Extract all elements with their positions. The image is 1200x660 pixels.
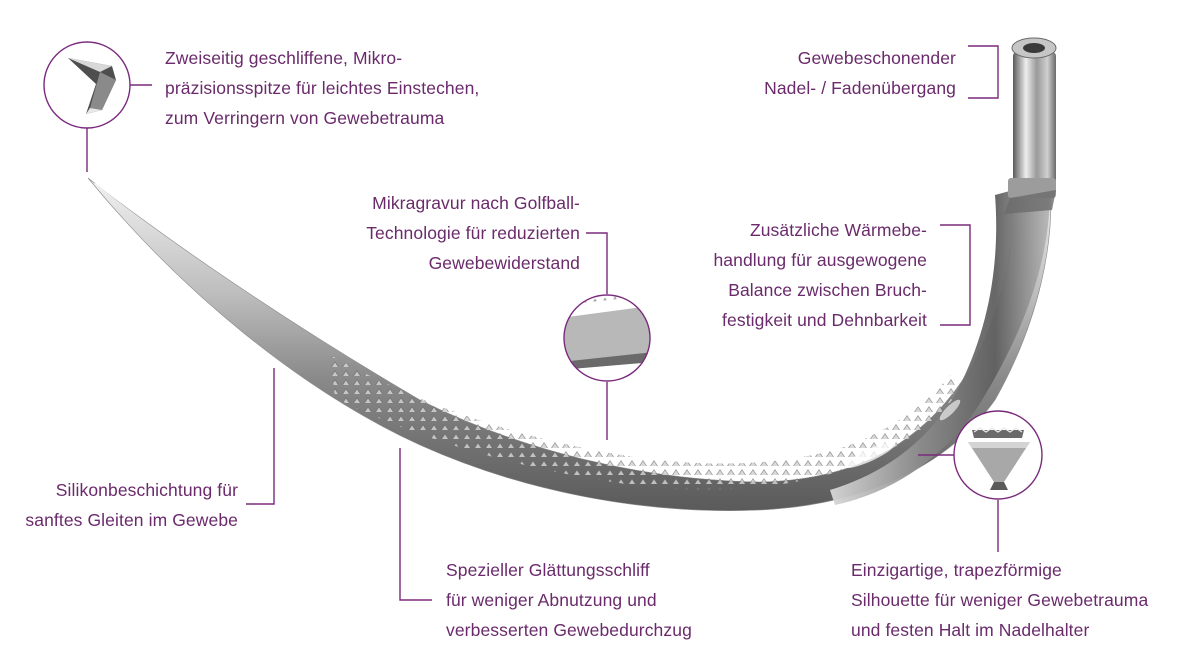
trapezoid-detail-circle [953, 410, 1043, 500]
annotation-trapezoid-line-1: Einzigartige, trapezförmige [851, 560, 1062, 580]
annotation-tip: Zweiseitig geschliffene, Mikro- präzisio… [165, 43, 479, 133]
annotation-micro-engraving-line-3: Gewebewiderstand [428, 253, 580, 273]
annotation-heat-treatment-line-4: festigkeit und Dehnbarkeit [722, 310, 927, 330]
leader-smoothing [399, 448, 432, 601]
annotation-trapezoid-line-2: Silhouette für weniger Gewebetrauma [851, 590, 1149, 610]
annotation-silicone-line-1: Silikonbeschichtung für [55, 480, 238, 500]
needle-dimple-band [330, 355, 958, 490]
annotation-transition-line-2: Nadel- / Fadenübergang [764, 78, 956, 98]
annotation-trapezoid: Einzigartige, trapezförmige Silhouette f… [851, 555, 1148, 645]
annotation-heat-treatment-line-3: Balance zwischen Bruch- [728, 280, 927, 300]
annotation-heat-treatment: Zusätzliche Wärmebe- handlung für ausgew… [713, 215, 927, 335]
needle-swage-tube [1004, 37, 1057, 214]
annotation-heat-treatment-line-2: handlung für ausgewogene [713, 250, 927, 270]
annotation-smoothing-line-3: verbesserten Gewebedurchzug [446, 620, 692, 640]
leader-silicone [246, 368, 275, 505]
annotation-micro-engraving-line-1: Mikragravur nach Golfball- [372, 193, 580, 213]
annotation-micro-engraving-line-2: Technologie für reduzierten [366, 223, 580, 243]
annotation-micro-engraving: Mikragravur nach Golfball- Technologie f… [366, 188, 580, 278]
needle-glare [844, 441, 896, 469]
annotation-smoothing: Spezieller Glättungsschliff für weniger … [446, 555, 692, 645]
annotation-tip-line-2: präzisionsspitze für leichtes Einstechen… [165, 78, 480, 98]
micro-engraving-detail-circle [563, 294, 651, 382]
annotation-trapezoid-line-3: und festen Halt im Nadelhalter [851, 620, 1090, 640]
annotation-transition: Gewebeschonender Nadel- / Fadenübergang [764, 43, 956, 103]
needle-glare [939, 399, 961, 421]
leader-micro-top [586, 232, 608, 294]
annotation-smoothing-line-2: für weniger Abnutzung und [446, 590, 657, 610]
needle-rise [830, 180, 1051, 505]
annotation-heat-treatment-line-1: Zusätzliche Wärmebe- [749, 220, 927, 240]
tip-detail-circle [43, 41, 131, 129]
annotation-transition-line-1: Gewebeschonender [797, 48, 956, 68]
annotation-silicone: Silikonbeschichtung für sanftes Gleiten … [25, 475, 238, 535]
leader-heat [940, 224, 971, 326]
annotation-tip-line-1: Zweiseitig geschliffene, Mikro- [165, 48, 403, 68]
needle-body [87, 177, 1052, 511]
annotation-smoothing-line-1: Spezieller Glättungsschliff [446, 560, 650, 580]
annotation-tip-line-3: zum Verringern von Gewebetrauma [165, 108, 445, 128]
annotation-silicone-line-2: sanftes Gleiten im Gewebe [25, 510, 238, 530]
leader-transition [968, 45, 999, 99]
leader-lines [86, 45, 999, 601]
